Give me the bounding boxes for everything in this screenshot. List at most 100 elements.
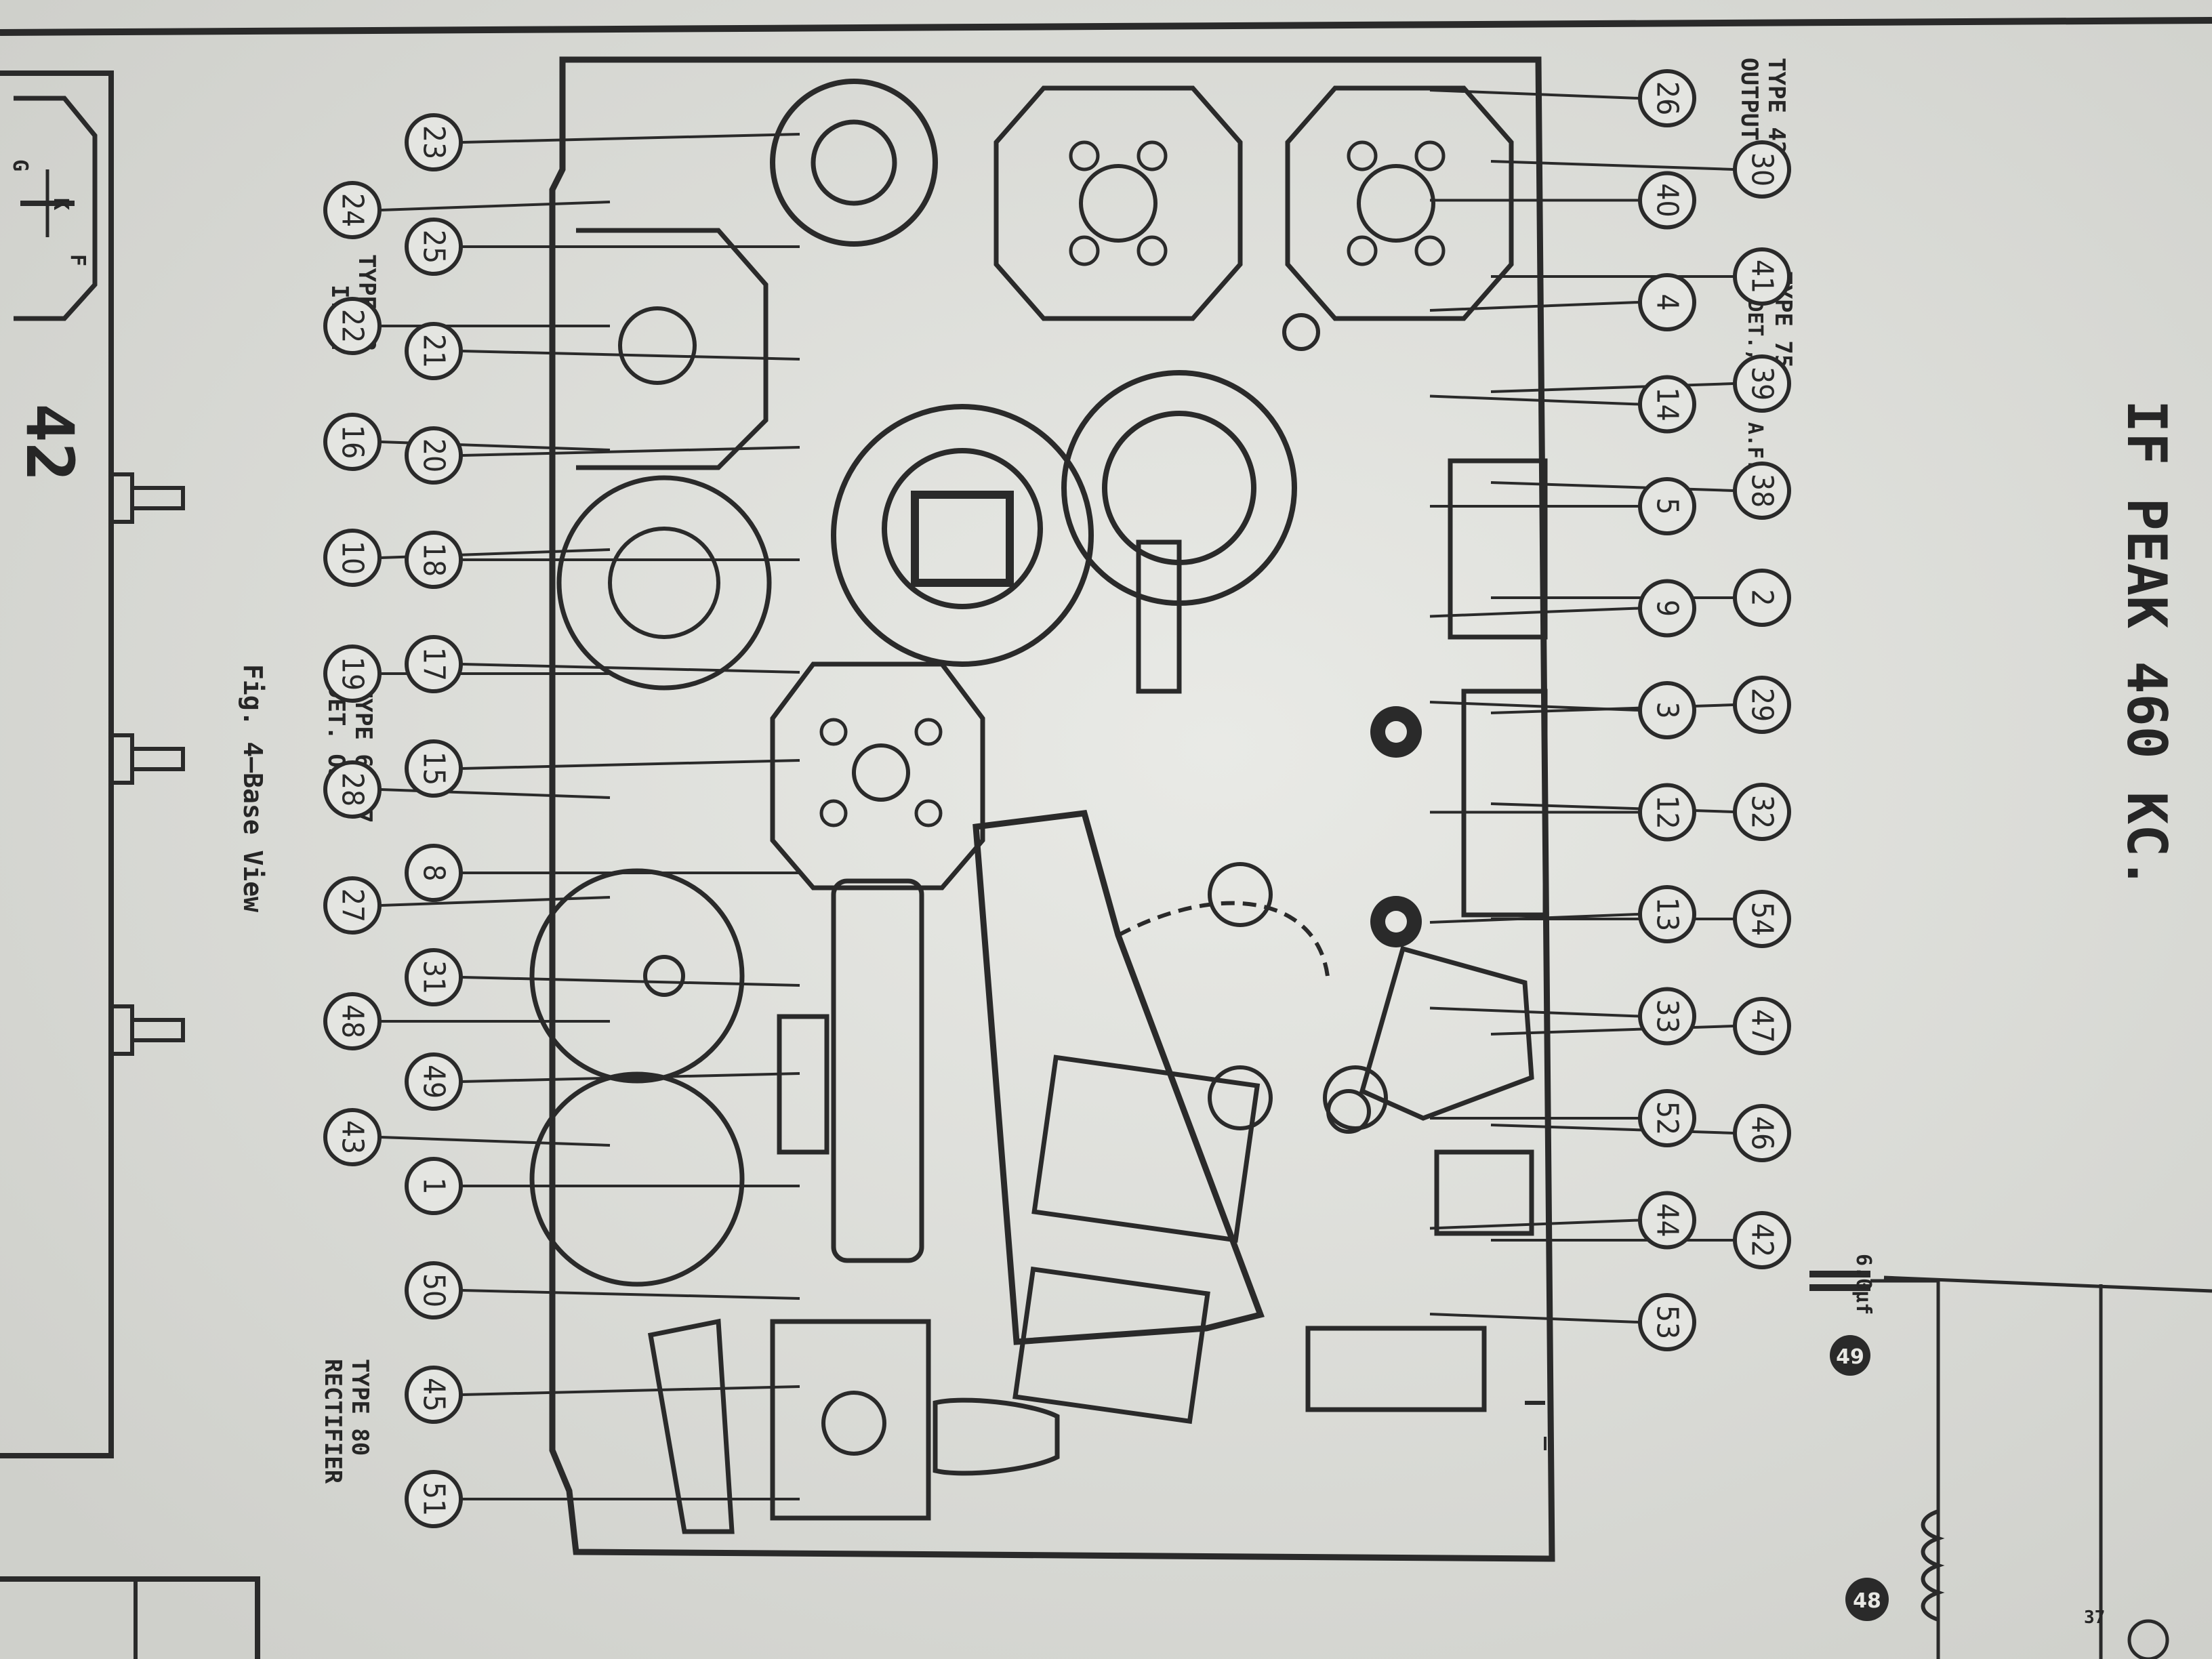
callout-circle — [1733, 462, 1791, 520]
callout-number: 48 — [335, 1004, 370, 1038]
svg-text:OUTPUT: OUTPUT — [1736, 58, 1763, 141]
callout-leader — [462, 446, 800, 457]
callout-circle — [323, 1108, 382, 1166]
callout-circle — [323, 760, 382, 819]
callout-leader — [462, 759, 800, 770]
callout-leader — [1429, 607, 1639, 618]
callout-number: 13 — [1650, 897, 1685, 931]
pin-k-label: K — [49, 198, 73, 210]
partial-value: 37 — [2084, 1607, 2105, 1628]
callout-circle — [1733, 140, 1791, 199]
callout-leader-lines — [380, 89, 1734, 1500]
callout-leader — [1429, 301, 1639, 312]
callout-leader — [1429, 89, 1639, 100]
callout-circle — [323, 992, 382, 1050]
callout-leader — [1429, 1006, 1639, 1018]
callout-number: 14 — [1650, 387, 1685, 421]
callout-leader — [1490, 382, 1734, 393]
callout-number: 24 — [335, 193, 370, 227]
svg-text:TYPE 80: TYPE 80 — [346, 1359, 373, 1456]
schematic-fragment: 6.0µf 49 48 37 — [1809, 1254, 2212, 1659]
callout-number: 29 — [1745, 688, 1780, 722]
callout-circle — [323, 644, 382, 703]
callout-circle — [1733, 676, 1791, 734]
callout-circle — [323, 876, 382, 935]
callout-circle — [405, 426, 463, 485]
callout-number: 1 — [417, 1177, 451, 1194]
callout-circle — [1733, 890, 1791, 948]
callout-circle — [1638, 477, 1696, 535]
callout-number: 20 — [417, 438, 451, 472]
callout-number: 27 — [335, 888, 370, 922]
callout-number: 16 — [335, 425, 370, 459]
callout-leader — [462, 350, 800, 361]
callout-circle — [323, 529, 382, 587]
callout-number: 3 — [1650, 701, 1685, 718]
callout-number: 52 — [1650, 1101, 1685, 1135]
callout-number: 33 — [1650, 999, 1685, 1033]
callout-leader — [462, 1072, 800, 1083]
callout-number: 5 — [1650, 497, 1685, 514]
callout-number: 26 — [1650, 81, 1685, 115]
callout-circle — [405, 218, 463, 276]
callout-number: 50 — [417, 1273, 451, 1307]
callout-leader — [462, 133, 800, 144]
callout-circle — [1638, 681, 1696, 739]
pin-f-label: F — [66, 254, 89, 266]
callout-number: 45 — [417, 1378, 451, 1412]
callout-circle — [405, 739, 463, 798]
callout-leader — [462, 1289, 800, 1300]
callout-leader — [1429, 1218, 1639, 1230]
callout-number: 41 — [1745, 260, 1780, 293]
callout-circle — [1733, 247, 1791, 306]
callout-circle — [405, 1366, 463, 1424]
callout-circle — [323, 413, 382, 471]
callout-circle — [405, 113, 463, 171]
callout-number: 49 — [417, 1065, 451, 1099]
callout-leader — [1429, 394, 1639, 406]
callout-number: 40 — [1650, 183, 1685, 217]
callout-number: 18 — [417, 543, 451, 577]
figure-caption: Fig. 4—Base View — [238, 664, 268, 912]
callout-number: 4 — [1650, 293, 1685, 310]
callout-leader — [1490, 160, 1734, 171]
callout-number: 21 — [417, 334, 451, 368]
svg-text:RECTIFIER: RECTIFIER — [319, 1359, 346, 1484]
tube-socket-symbol: K G F — [8, 96, 98, 321]
callout-circle — [1638, 1089, 1696, 1147]
callout-circle — [1638, 783, 1696, 842]
callout-circle — [405, 1261, 463, 1319]
callout-circle — [1733, 354, 1791, 413]
callout-number: 19 — [335, 657, 370, 691]
callout-circle — [405, 948, 463, 1006]
tube-label-type42: TYPE 42 OUTPUT — [1736, 58, 1790, 155]
callout-number: 42 — [1745, 1223, 1780, 1257]
node-49-label: 49 — [1836, 1345, 1864, 1369]
tube-label-type80: TYPE 80 RECTIFIER — [319, 1359, 373, 1484]
callout-circle — [1638, 987, 1696, 1046]
callout-circle — [405, 1157, 463, 1215]
callout-leader — [462, 1385, 800, 1396]
callout-number: 43 — [335, 1120, 370, 1154]
callout-circle — [1733, 569, 1791, 627]
callout-leader — [1429, 1313, 1639, 1324]
callout-number: 2 — [1745, 589, 1780, 606]
callout-circle — [405, 322, 463, 380]
callout-leader — [462, 976, 800, 987]
callout-number: 32 — [1745, 795, 1780, 829]
callout-circle — [1638, 171, 1696, 230]
callout-circle — [1638, 1191, 1696, 1250]
callout-circle — [1638, 273, 1696, 331]
callout-circle — [405, 635, 463, 693]
callout-number: 22 — [335, 309, 370, 343]
callout-number: 46 — [1745, 1116, 1780, 1150]
capacitor-value: 6.0µf — [1851, 1254, 1875, 1315]
callout-number: 38 — [1745, 474, 1780, 508]
callout-circle — [1733, 783, 1791, 841]
callout-leader — [380, 201, 611, 211]
callout-leader — [462, 663, 800, 674]
callout-number: 31 — [417, 960, 451, 994]
callout-circle — [1638, 579, 1696, 638]
